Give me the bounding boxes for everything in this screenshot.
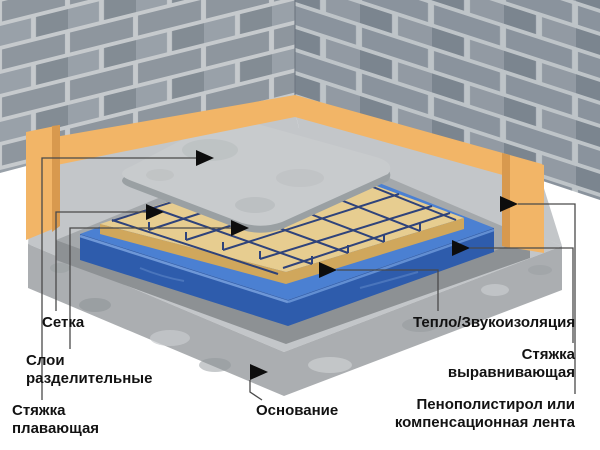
leader-separating xyxy=(69,227,231,349)
marker-foam-tape xyxy=(500,196,518,212)
leader-foam-tape xyxy=(518,203,576,394)
label-leveling-screed: Стяжка выравнивающая xyxy=(447,346,575,382)
leader-mesh xyxy=(55,211,146,311)
brick-wall-right xyxy=(295,0,600,200)
marker-separating xyxy=(231,220,249,236)
arrow-markers xyxy=(146,150,518,380)
leader-base xyxy=(249,380,263,401)
marker-leveling xyxy=(452,240,470,256)
tape-cap-right xyxy=(502,153,544,253)
label-mesh: Сетка xyxy=(42,314,85,331)
label-foam-or-tape: Пенополистирол или компенсационная лента xyxy=(394,396,575,432)
tape-cap-left xyxy=(26,125,60,240)
marker-insulation xyxy=(319,262,337,278)
concrete-slab xyxy=(122,120,391,233)
label-floating-screed: Стяжка плавающая xyxy=(12,402,100,438)
compensation-tape xyxy=(26,95,544,253)
leader-lines xyxy=(41,157,576,401)
leader-floating-screed xyxy=(41,157,196,400)
label-base: Основание xyxy=(256,402,339,419)
marker-floating-screed xyxy=(196,150,214,166)
marker-base xyxy=(250,364,268,380)
tape-band-left xyxy=(32,95,295,170)
leader-leveling xyxy=(470,247,574,343)
label-insulation: Тепло/Звукоизоляция xyxy=(413,314,576,331)
label-separating-layers: Слои разделительные xyxy=(26,352,153,388)
base-texture xyxy=(50,263,552,373)
brick-wall-left xyxy=(0,0,295,173)
marker-mesh xyxy=(146,204,164,220)
tape-band-right xyxy=(295,95,542,186)
leader-insulation xyxy=(337,269,439,311)
